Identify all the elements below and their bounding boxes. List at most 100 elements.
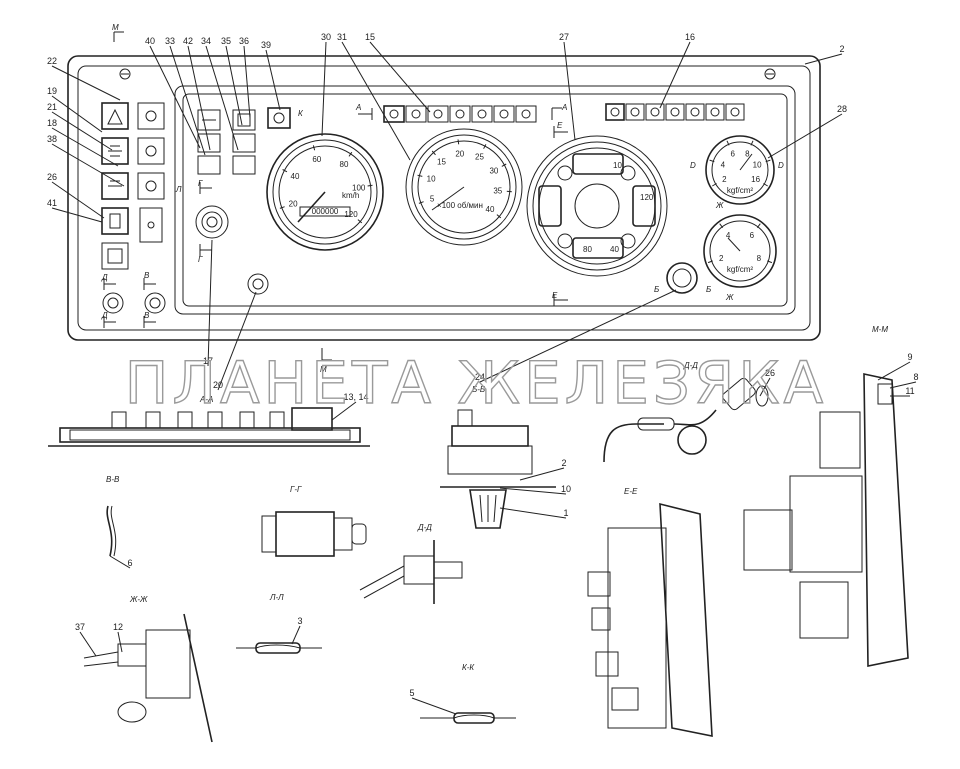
tacho-tick-label: 5 (430, 195, 435, 204)
view-d-d: Д-Д (359, 523, 463, 604)
callout-number: 24 (475, 372, 485, 382)
tacho-tick (418, 201, 424, 204)
speedo-tick-label: 100 (352, 183, 366, 192)
callout-leader (243, 45, 251, 119)
odometer (299, 206, 351, 217)
speedo-tick (357, 219, 363, 224)
combo-label-2: 120 (640, 193, 654, 202)
small-switches (197, 107, 291, 175)
callout-leader (169, 45, 206, 156)
label-kk: К-К (462, 663, 475, 672)
callout-leader (51, 65, 121, 101)
callout-number: 34 (201, 36, 211, 46)
tacho-tick-label: 20 (455, 149, 464, 158)
section-zh1: Ж (715, 201, 724, 210)
small-top-tick (765, 159, 771, 163)
callout-leader (369, 41, 431, 113)
combo-label-3: 40 (610, 245, 619, 254)
small-bottom-tick (756, 223, 761, 228)
callout-number: 10 (561, 484, 571, 494)
callout-leader (563, 41, 576, 141)
callout-leader (51, 143, 125, 187)
odometer-value: 000000 (312, 207, 339, 216)
callout-leader (207, 239, 213, 367)
small-top-tick-label: 10 (753, 160, 762, 169)
lamp-icon (710, 107, 720, 117)
callout-number: 35 (221, 36, 231, 46)
warning-lamp (625, 103, 645, 121)
warning-lamp (405, 105, 427, 123)
tacho-tick (496, 214, 502, 219)
callout-number: 28 (837, 104, 847, 114)
lamp-icon (610, 107, 620, 117)
lamp-icon (477, 109, 487, 119)
lamp-strip-16 (605, 103, 745, 121)
small-bottom-unit: kgf/cm² (727, 265, 754, 274)
callout-leader (109, 555, 131, 569)
callout-number: 2 (561, 458, 566, 468)
section-g-top: Г (198, 179, 203, 188)
callout-leader (265, 49, 281, 111)
warning-lamp (685, 103, 705, 121)
callout-leader (51, 207, 103, 223)
small-top-tick (750, 140, 754, 146)
screw-right (764, 68, 776, 80)
watermark: ПЛАНЕТА ЖЕЛЕЗЯКА (125, 349, 827, 417)
callout-leader (804, 53, 843, 65)
callout-leader (291, 625, 301, 645)
warning-lamp (471, 105, 493, 123)
callout-number: 26 (47, 172, 57, 182)
callout-leader (225, 45, 243, 126)
section-e-top: Е (557, 121, 563, 130)
aa-switch (207, 411, 223, 429)
lamp-icon (650, 107, 660, 117)
small-bottom-tick (767, 260, 773, 264)
aa-switch (269, 411, 285, 429)
speedo-needle (297, 191, 326, 223)
warning-lamp (605, 103, 625, 121)
lamp-icon (630, 107, 640, 117)
callout-leader (117, 631, 123, 653)
section-e-bottom: Е (552, 291, 558, 300)
section-d-top: Д (101, 273, 108, 282)
small-bottom-tick-label: 4 (726, 231, 731, 240)
section-m-bottom: М (320, 365, 327, 374)
lamp-icon (389, 109, 399, 119)
callout-number: 17 (203, 356, 213, 366)
section-a-right: А (561, 103, 567, 112)
callout-leader (759, 377, 771, 397)
callout-number: 11 (905, 386, 914, 396)
section-k-mark: К (298, 109, 304, 118)
callout-leader (205, 45, 239, 151)
combo-label-1: 10 (613, 161, 622, 170)
aa-switch (239, 411, 255, 429)
section-v-bottom: В (144, 311, 150, 320)
view-g-g: Г-Г (261, 485, 367, 557)
speedo-tick (348, 151, 353, 157)
callout-number: 1 (563, 508, 568, 518)
label-ee: Е-Е (624, 487, 638, 496)
warning-lamp (515, 105, 537, 123)
speedo-tick (312, 145, 316, 151)
section-l-mark: Л (175, 185, 182, 194)
small-top-tick-label: 8 (745, 150, 750, 159)
callout-number: 5 (409, 688, 414, 698)
section-b1: Б (654, 285, 659, 294)
callout-leader (51, 111, 113, 151)
label-gg: Г-Г (290, 485, 302, 494)
tacho-tick (501, 163, 507, 167)
tacho-tick-label: 10 (427, 175, 436, 184)
small-bottom-tick (707, 260, 713, 264)
section-m-top: М (112, 23, 119, 32)
callout-number: 12 (113, 622, 123, 632)
callout-number: 19 (47, 86, 57, 96)
section-d-bottom: Д (101, 311, 108, 320)
warning-lamp (645, 103, 665, 121)
aa-switch (111, 411, 127, 429)
callout-leader (51, 127, 119, 167)
callout-leader (321, 41, 327, 137)
small-top-tick-label: 2 (722, 175, 727, 184)
